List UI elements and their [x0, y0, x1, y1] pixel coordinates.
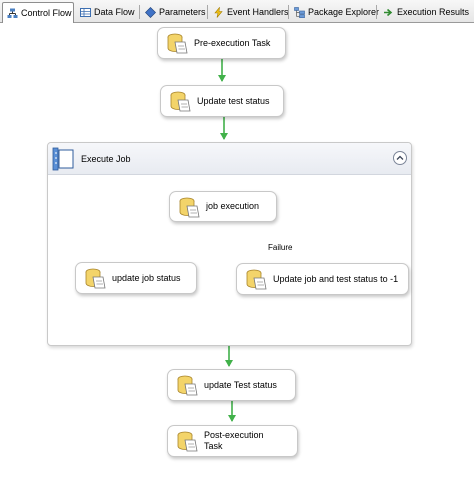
sequence-container-execute-job[interactable]: Execute Job — [47, 142, 412, 346]
tab-label: Control Flow — [21, 8, 72, 18]
task-label: Pre-execution Task — [194, 37, 271, 48]
task-job-execution[interactable]: job execution — [169, 191, 277, 222]
execute-sql-task-icon — [167, 33, 188, 54]
execute-sql-task-icon — [170, 91, 191, 112]
task-pre-execution[interactable]: Pre-execution Task — [157, 27, 286, 59]
task-update-job-and-test-status[interactable]: Update job and test status to -1 — [236, 263, 409, 295]
tab-control-flow[interactable]: Control Flow — [2, 2, 74, 23]
task-update-job-status[interactable]: update job status — [75, 262, 197, 294]
task-label: update job status — [112, 272, 181, 283]
parameters-icon — [145, 6, 156, 18]
collapse-button[interactable] — [393, 151, 407, 165]
execution-results-icon — [383, 7, 394, 18]
execute-sql-task-icon — [85, 268, 106, 289]
task-post-execution[interactable]: Post-execution Task — [167, 425, 298, 457]
execute-sql-task-icon — [177, 375, 198, 396]
sequence-container-icon — [52, 147, 74, 171]
tab-separator — [376, 5, 377, 19]
control-flow-canvas[interactable]: Pre-execution Task Update test status Ex… — [0, 23, 474, 479]
tab-separator — [139, 5, 140, 19]
tab-label: Parameters — [159, 7, 206, 17]
execute-sql-task-icon — [179, 197, 200, 217]
tab-label: Package Explorer — [308, 7, 380, 17]
task-label: Update job and test status to -1 — [273, 273, 399, 284]
tab-label: Execution Results — [397, 7, 470, 17]
container-title: Execute Job — [81, 154, 131, 164]
tab-label: Data Flow — [94, 7, 135, 17]
task-update-test-status[interactable]: Update test status — [160, 85, 284, 117]
task-label-line: Task — [204, 441, 223, 451]
tab-separator — [207, 5, 208, 19]
task-label: job execution — [206, 201, 260, 211]
failure-constraint-label: Failure — [268, 243, 293, 252]
task-label: Update test status — [197, 95, 270, 106]
execute-sql-task-icon — [246, 269, 267, 290]
control-flow-icon — [7, 8, 18, 19]
execute-sql-task-icon — [177, 431, 198, 452]
tab-parameters[interactable]: Parameters — [141, 2, 207, 22]
task-update-test-status-final[interactable]: update Test status — [167, 369, 296, 401]
data-flow-icon — [80, 7, 91, 18]
task-label: Post-execution Task — [204, 430, 264, 452]
event-handlers-icon — [213, 6, 224, 18]
tab-event-handlers[interactable]: Event Handlers — [209, 2, 289, 22]
package-explorer-icon — [294, 6, 305, 18]
task-label-line: Post-execution — [204, 430, 264, 440]
task-label: update Test status — [204, 379, 277, 390]
tab-label: Event Handlers — [227, 7, 289, 17]
tab-execution-results[interactable]: Execution Results — [379, 2, 473, 22]
tab-data-flow[interactable]: Data Flow — [76, 2, 138, 22]
container-header: Execute Job — [48, 143, 411, 175]
chevron-up-icon — [396, 155, 404, 160]
tab-separator — [288, 5, 289, 19]
designer-tab-strip: Control Flow Data Flow Parameters Event … — [0, 0, 474, 23]
tab-package-explorer[interactable]: Package Explorer — [290, 2, 379, 22]
